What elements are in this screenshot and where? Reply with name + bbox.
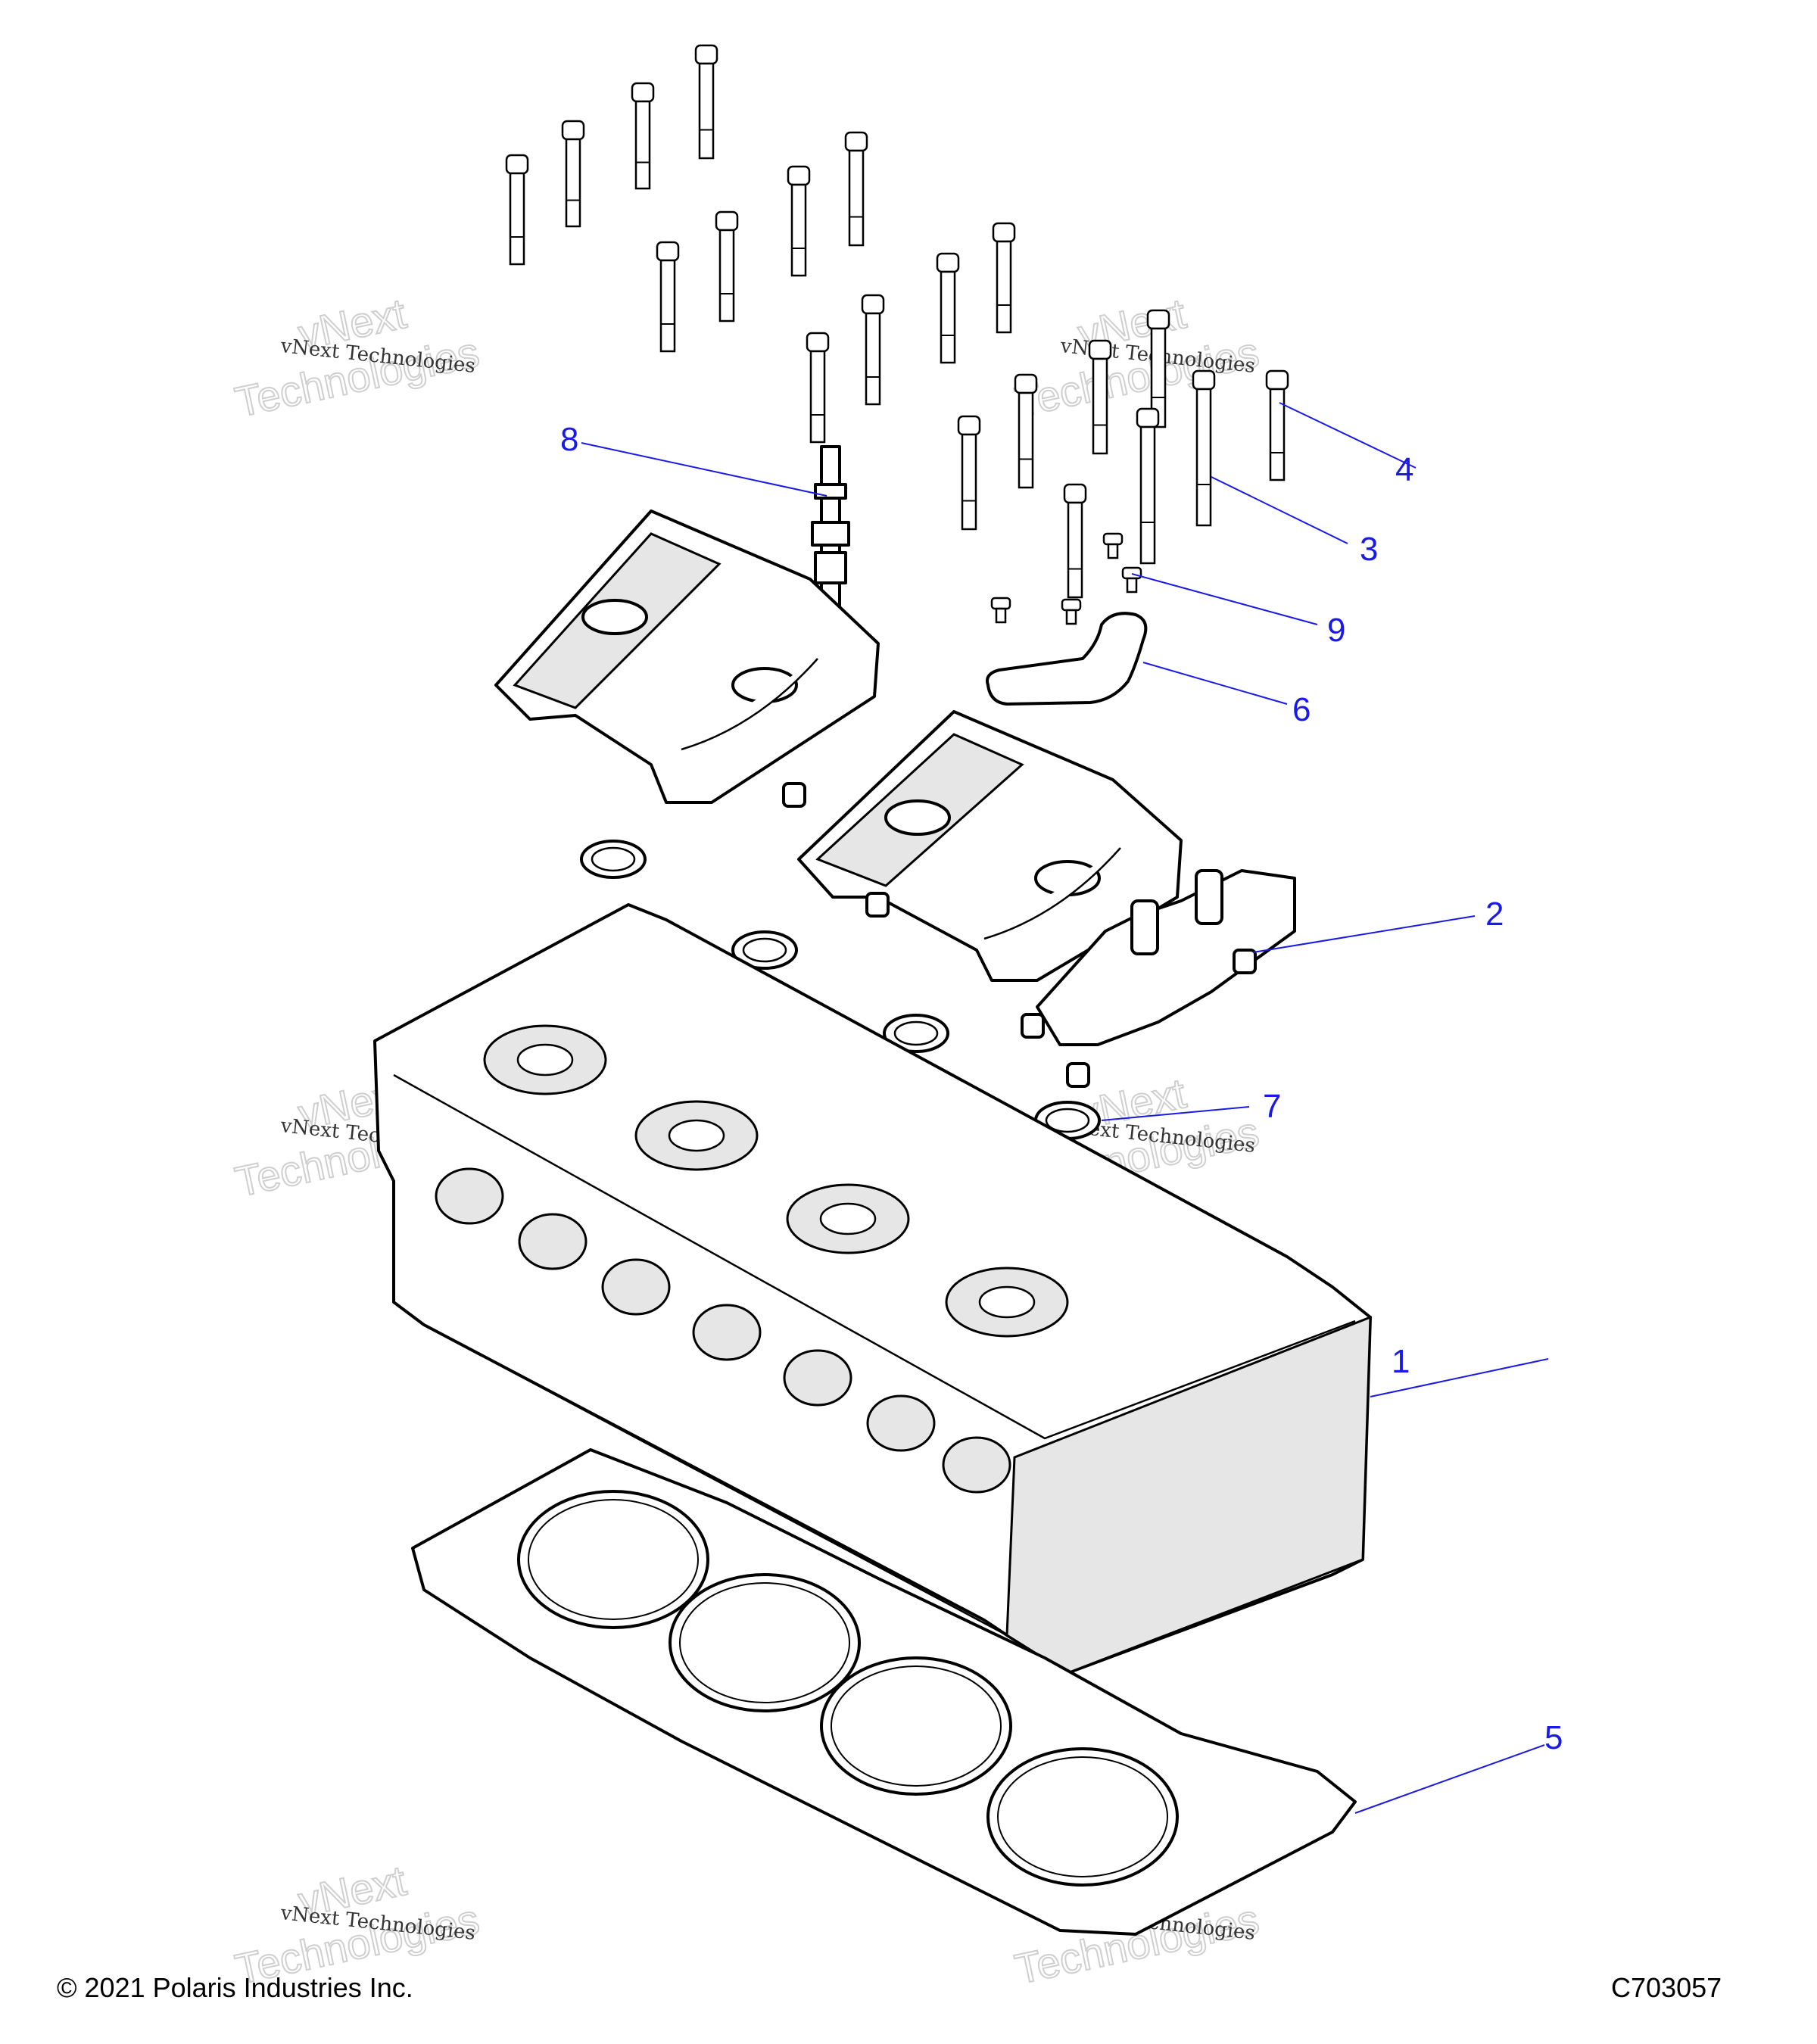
- cylinder-head-part-1: [373, 903, 1372, 1675]
- callout-9: 9: [1327, 612, 1345, 649]
- callout-6: 6: [1292, 691, 1311, 728]
- bolt-icon: [505, 154, 529, 266]
- gasket-bore: [517, 1490, 709, 1629]
- spark-plug-bore: [516, 1043, 574, 1077]
- callout-5: 5: [1544, 1719, 1563, 1756]
- intake-port: [692, 1304, 762, 1361]
- intake-port: [601, 1258, 671, 1316]
- bolt-icon: [936, 252, 960, 364]
- gasket-bore-ring: [831, 1665, 1002, 1787]
- spark-plug-bore: [978, 1285, 1036, 1319]
- bolt-icon: [861, 294, 885, 406]
- callout-3: 3: [1360, 531, 1378, 568]
- callout-labels: 1 2 3 4 5 6 7 8 9: [560, 421, 1563, 1756]
- spark-plug-bore: [819, 1202, 877, 1235]
- intake-port: [866, 1394, 936, 1452]
- cam-carrier-middle: [797, 710, 1183, 982]
- copyright-text: © 2021 Polaris Industries Inc.: [57, 1972, 413, 2003]
- cam-carrier-right: [1036, 869, 1296, 1046]
- bolt-icon: [1192, 369, 1216, 527]
- gasket-bore-ring: [679, 1582, 850, 1703]
- gasket-bore: [986, 1747, 1179, 1887]
- small-screws-part-9: [990, 532, 1142, 625]
- callout-4: 4: [1395, 451, 1413, 488]
- head-gasket-part-5: [411, 1448, 1357, 1936]
- bolt-icon: [1146, 309, 1170, 428]
- bolt-icon: [1063, 483, 1087, 599]
- bolt-icon: [1088, 339, 1112, 455]
- bolt-icon: [787, 165, 811, 277]
- bolt-icon: [1136, 407, 1160, 565]
- gasket-bore-ring: [997, 1756, 1168, 1877]
- intake-port: [783, 1349, 852, 1407]
- callout-1: 1: [1392, 1343, 1410, 1380]
- bolt-icon: [561, 120, 585, 228]
- head-bolts-group: [505, 44, 1289, 599]
- retainer-plate-part-6: [986, 612, 1148, 706]
- cam-carrier-left: [494, 509, 880, 804]
- spark-plug-bore: [668, 1119, 725, 1152]
- callout-8: 8: [560, 421, 578, 458]
- gasket-bore: [820, 1656, 1012, 1796]
- combustion-chambers: [483, 1024, 1069, 1338]
- bolt-icon: [715, 210, 739, 322]
- intake-port: [518, 1213, 587, 1270]
- intake-ports: [435, 1167, 1011, 1494]
- bolt-icon: [1265, 369, 1289, 481]
- bolt-icon: [992, 222, 1016, 334]
- intake-port: [942, 1436, 1011, 1494]
- stud-part-8: [811, 445, 850, 607]
- leader-lines: [581, 402, 1549, 1814]
- gasket-bores: [517, 1490, 1179, 1887]
- bolt-icon: [656, 241, 680, 353]
- bolt-icon: [1014, 373, 1038, 489]
- callout-2: 2: [1485, 896, 1504, 933]
- bolt-icon: [631, 82, 655, 190]
- bolt-icon: [957, 415, 981, 531]
- intake-port: [435, 1167, 504, 1225]
- bolt-icon: [806, 332, 830, 444]
- gasket-bore-ring: [528, 1499, 699, 1620]
- bolt-icon: [694, 44, 718, 160]
- diagram-code: C703057: [1611, 1972, 1722, 2003]
- bolt-icon: [844, 131, 868, 247]
- dowels-group: [782, 782, 1257, 1088]
- callout-7: 7: [1263, 1088, 1281, 1125]
- seal-rings-part-7: [580, 840, 1101, 1140]
- gasket-bore: [669, 1573, 861, 1712]
